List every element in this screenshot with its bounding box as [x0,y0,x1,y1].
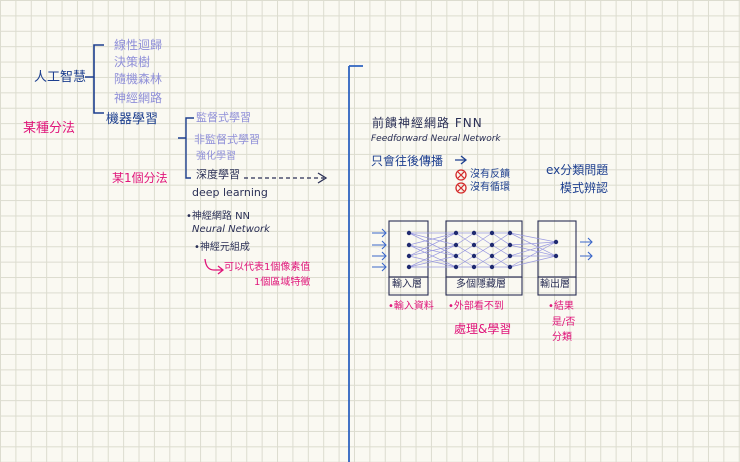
branch-decision-tree: 決策樹 [114,55,151,69]
ai-label: 人工智慧 [34,70,87,85]
hidden-note-2: 處理&學習 [454,322,512,336]
ml-label: 機器學習 [106,112,159,127]
fnn-diagram [372,220,593,296]
ai-bracket [85,44,104,114]
dashed-arrow-head [317,172,328,184]
hidden-layers-label: 多個隱藏層 [456,279,506,290]
output-note-result: •結果 [548,301,574,312]
example-title: ex分類問題 [546,163,609,177]
no-feedback-x-icon [455,169,467,181]
pink-arrow-head [217,265,225,275]
forward-arrow [455,155,468,165]
branch-deep-learning: 深度學習 [196,168,240,181]
branch-neural-network: 神經網路 [114,91,163,105]
pink-arrow [204,258,222,271]
page-divider [348,65,363,462]
neuron-note: •神經元組成 [194,242,250,253]
no-loop-x-icon [455,182,467,194]
fnn-title: 前饋神經網路 FNN [372,116,483,130]
output-note-yes-no: 是/否 [552,317,576,328]
neuron-detail-pixel: 可以代表1個像素值 [224,262,311,273]
forward-only-note: 只會往後傳播 [371,154,444,168]
input-note: •輸入資料 [388,301,434,312]
ai-classify-note: 某種分法 [23,121,76,136]
branch-supervised: 監督式學習 [196,111,251,124]
output-note-classify: 分類 [552,332,572,343]
input-layer-label: 輸入層 [392,279,422,290]
nn-label-zh: •神經網路 NN [186,211,251,222]
ml-bracket [178,117,194,179]
branch-unsupervised: 非監督式學習 [194,133,260,146]
hidden-note: •外部看不到 [448,301,504,312]
nn-label-en: Neural Network [192,224,270,235]
no-feedback-note: 沒有反饋 [470,169,510,180]
output-layer-label: 輸出層 [540,279,570,290]
branch-linear-regression: 線性迴歸 [114,38,163,52]
neuron-detail-feature: 1個區域特徵 [254,277,311,288]
ml-classify-note: 某1個分法 [112,171,168,185]
no-loop-note: 沒有循環 [470,182,510,193]
example-subtitle: 模式辨認 [560,181,609,195]
branch-reinforcement: 強化學習 [196,151,236,162]
branch-random-forest: 隨機森林 [114,72,163,86]
branch-deep-learning-en: deep learning [192,186,268,199]
fnn-subtitle: Feedforward Neural Network [371,134,501,144]
